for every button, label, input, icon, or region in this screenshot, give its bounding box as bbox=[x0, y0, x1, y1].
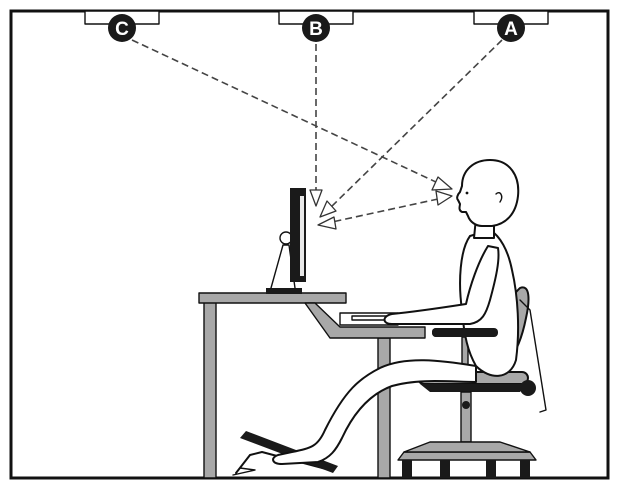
chair-caster-2 bbox=[440, 460, 450, 478]
desk-leg-right bbox=[378, 338, 390, 478]
chair-column bbox=[461, 392, 471, 442]
light-label-c: C bbox=[115, 19, 129, 40]
room-frame bbox=[11, 11, 608, 478]
chair-base bbox=[398, 452, 536, 460]
chair-caster-4 bbox=[520, 460, 530, 478]
chair-column-knob bbox=[462, 401, 470, 409]
person-eye bbox=[466, 192, 469, 195]
light-label-b: B bbox=[309, 19, 323, 40]
light-label-a: A bbox=[504, 19, 518, 40]
monitor-screen-face bbox=[300, 196, 304, 276]
chair-armrest-front bbox=[432, 328, 498, 337]
monitor-base bbox=[266, 288, 302, 294]
desk-top bbox=[199, 293, 346, 303]
chair-seat-shell bbox=[420, 384, 526, 392]
chair-caster-3 bbox=[486, 460, 496, 478]
keyboard-keys bbox=[352, 316, 386, 320]
chair-seat-knob bbox=[520, 380, 536, 396]
chair-caster-1 bbox=[402, 460, 412, 478]
desk-leg-left bbox=[204, 302, 216, 478]
